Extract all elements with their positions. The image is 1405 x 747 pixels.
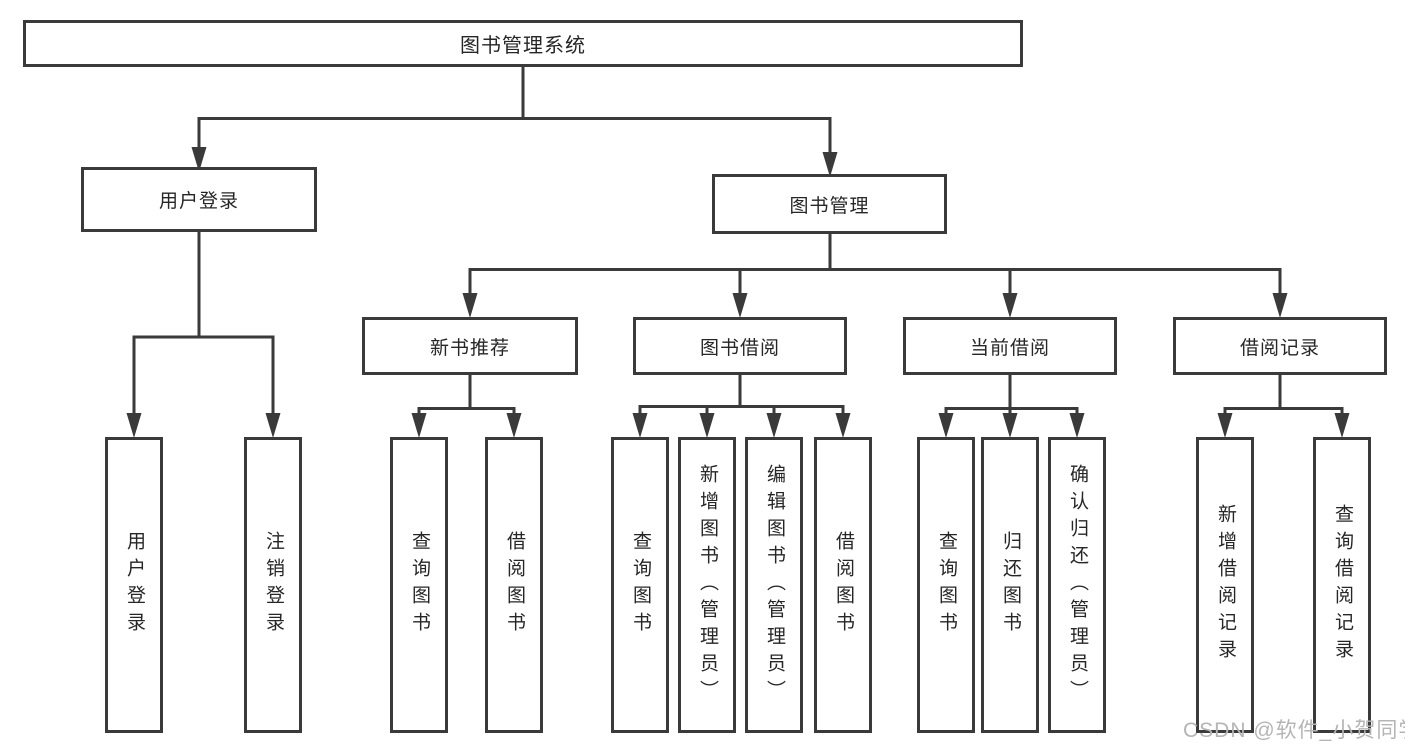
node-borrow-records: 借阅记录 [1173, 317, 1387, 375]
connector-userlogin-to-leaves [126, 231, 281, 438]
leaf-label: 注销登录 [262, 531, 284, 639]
arrowhead [1069, 413, 1085, 438]
arrowhead [632, 413, 648, 438]
leaf-label: 新增借阅记录 [1214, 504, 1236, 666]
connector-line [468, 268, 1282, 298]
leaf-query-borrow-record: 查询借阅记录 [1313, 437, 1371, 733]
leaf-return-books: 归还图书 [981, 437, 1039, 733]
node-current-borrow: 当前借阅 [903, 317, 1117, 375]
node-book-management: 图书管理 [712, 174, 947, 234]
leaf-label: 查询图书 [629, 531, 651, 639]
arrowhead [835, 413, 851, 438]
node-root: 图书管理系统 [23, 20, 1023, 67]
node-new-book-recommend: 新书推荐 [362, 317, 578, 375]
connector-current-to-leaves [938, 374, 1085, 438]
node-user-login: 用户登录 [81, 167, 317, 232]
csdn-watermark: CSDN @软件_小贺同学 [1183, 719, 1405, 742]
leaf-query-books-current: 查询图书 [917, 437, 975, 733]
connector-root-to-level2 [191, 67, 838, 177]
leaf-borrow-books-recommend: 借阅图书 [485, 437, 543, 733]
arrowhead [265, 413, 281, 438]
arrowhead [1002, 413, 1018, 438]
leaf-query-books-borrow: 查询图书 [611, 437, 669, 733]
arrowhead [732, 293, 748, 318]
connector-line [197, 117, 832, 156]
node-book-borrow: 图书借阅 [633, 317, 847, 375]
connector-recommend-to-leaves [411, 374, 522, 438]
leaf-query-books-recommend: 查询图书 [390, 437, 448, 733]
arrowhead [191, 147, 207, 172]
leaf-label: 查询图书 [408, 531, 430, 639]
arrowhead [126, 413, 142, 438]
leaf-label: 归还图书 [999, 531, 1021, 639]
arrowhead [699, 413, 715, 438]
arrowhead [462, 293, 478, 318]
connector-line [1223, 374, 1344, 420]
arrowhead [506, 413, 522, 438]
connector-records-to-leaves [1217, 374, 1350, 438]
leaf-logout: 注销登录 [244, 437, 302, 733]
leaf-label: 借阅图书 [832, 531, 854, 639]
leaf-label: 编辑图书（管理员） [763, 463, 785, 707]
leaf-label: 新增图书（管理员） [696, 463, 718, 707]
leaf-label: 确认归还（管理员） [1066, 463, 1088, 707]
connector-line [417, 374, 516, 420]
leaf-label: 用户登录 [123, 531, 145, 639]
leaf-borrow-books-borrow: 借阅图书 [814, 437, 872, 733]
arrowhead [1272, 293, 1288, 318]
connector-bookmgmt-to-level3 [462, 233, 1288, 318]
leaf-confirm-return-admin: 确认归还（管理员） [1048, 437, 1106, 733]
arrowhead [822, 152, 838, 177]
arrowhead [1002, 293, 1018, 318]
connector-line [132, 335, 275, 420]
leaf-label: 查询图书 [935, 531, 957, 639]
arrowhead [766, 413, 782, 438]
leaf-label: 查询借阅记录 [1331, 504, 1353, 666]
arrowhead [411, 413, 427, 438]
arrowhead [1217, 413, 1233, 438]
leaf-add-books-admin: 新增图书（管理员） [678, 437, 736, 733]
leaf-edit-books-admin: 编辑图书（管理员） [745, 437, 803, 733]
arrowhead [938, 413, 954, 438]
connector-borrow-to-leaves [632, 374, 851, 438]
leaf-label: 借阅图书 [503, 531, 525, 639]
arrowhead [1334, 413, 1350, 438]
leaf-user-login: 用户登录 [105, 437, 163, 733]
leaf-add-borrow-record: 新增借阅记录 [1196, 437, 1254, 733]
connector-line [638, 374, 845, 420]
